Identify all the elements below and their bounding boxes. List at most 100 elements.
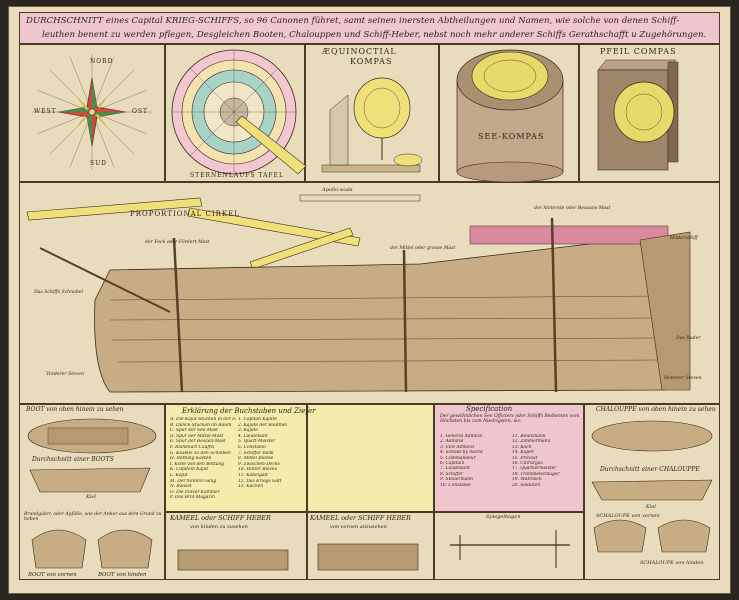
spec-item: 2. Admiral — [440, 439, 464, 445]
spiegel-label: Spiegelbogen — [486, 514, 521, 520]
panel-ship-section — [19, 182, 720, 404]
legend-number-item: 10. Hinter Blöcke — [238, 467, 278, 473]
aequinoctial-subtitle: KOMPAS — [350, 57, 393, 66]
legend-number-item: 1. Capitan Kajüte — [238, 417, 277, 422]
title-line-2: leuthen benent zu werden pflegen, Desgle… — [42, 30, 707, 40]
legend-letter-item: N. Ballast — [170, 484, 192, 490]
panel-spiegel — [434, 512, 584, 580]
compass-south-label: SUD — [90, 160, 107, 167]
title-line-1: DURCHSCHNITT eines Capital KRIEG-SCHIFFS… — [26, 16, 680, 26]
label-mittel-mast: der Mittel oder grosse Mast — [390, 246, 456, 251]
legend-letter-item: H. Bettung Kasten — [170, 456, 212, 462]
erklaerung2-bg — [308, 405, 433, 511]
kameel-right-sub: von vornen anzusehen — [330, 524, 387, 530]
proportional-cirkel — [26, 194, 421, 270]
panel-boot — [19, 404, 165, 580]
chalouppe-kiel-label: Kiel — [646, 504, 656, 510]
sternenlaufs-tafel-label: STERNENLAUFS TAFEL — [190, 172, 284, 179]
title-band: DURCHSCHNITT eines Capital KRIEG-SCHIFFS… — [19, 12, 720, 44]
spec-item: 11. Boutsmann — [512, 434, 546, 439]
spec-item: 6. Capitain — [440, 461, 465, 467]
boot-kiel-label: Kiel — [86, 494, 96, 500]
legend-letter-item: O. Die Pulver Kammer — [170, 489, 220, 495]
chalouppe-illustrations — [591, 420, 713, 553]
see-kompas-label: SEE-KOMPAS — [478, 132, 545, 141]
label-ruder: Das Ruder — [676, 336, 701, 341]
boot-heading: BOOT von oben hinein zu sehen — [26, 406, 124, 413]
label-fock-mast: der Fock oder Fördert-Mast — [145, 240, 210, 245]
boot-bottom-caption: Brandgüter, oder Apfälle, wie der Anker … — [24, 512, 162, 522]
spec-item: 5. Commandeur — [440, 455, 476, 461]
chalouppe-heading: CHALOUPPE von oben hinein zu sehen — [596, 406, 716, 413]
spec-item: 17. Quartiermeister — [512, 466, 557, 472]
spec-item: 19. Matrosen — [512, 477, 542, 483]
aequinoctial-title: ÆQUINOCTIAL — [322, 47, 397, 56]
compass-north-label: NORD — [90, 58, 114, 65]
spec-item: 7. Lieutenant — [440, 466, 470, 472]
compass-west-label: WEST — [34, 108, 57, 115]
pfeil-compas — [597, 59, 679, 171]
legend-number-item: 2. Kajüte der Boutmel — [238, 422, 287, 428]
label-besan-mast: der hinterste oder Besaans-Mast — [534, 206, 611, 211]
legend-letter-item: F. Blankhart Cauffel — [170, 444, 215, 450]
legend-number-item: 13. Küchen — [238, 484, 264, 490]
legend-number-item: 5. Quart-Meister — [238, 439, 276, 445]
panel-pfeil-compas — [579, 44, 720, 182]
legend-number-item: 3. Kajüte — [238, 428, 259, 434]
legend-letter-item: P. Das Brot-Magazin — [170, 495, 215, 501]
spec-item: 12. Zimmermann — [512, 439, 551, 445]
panel-aequinoctial — [305, 44, 439, 182]
legend-number-item: 9. Zwischen-Decks — [238, 461, 280, 467]
legend-letters-list: A. Die Kajüt-Stücken in der FlacheB. Dun… — [170, 417, 236, 501]
spec-item: 13. Koch — [512, 444, 532, 450]
boot-hinten-label: BOOT von hinden — [98, 572, 147, 578]
legend-letter-item: G. Kiwelle zu den Schieben — [170, 450, 231, 456]
ship-cross-section — [39, 217, 691, 393]
sternenlaufs-tafel — [171, 49, 307, 175]
pfeil-compas-label: PFEIL COMPAS — [600, 47, 677, 56]
spec-item: 3. Vice Admiral — [440, 444, 475, 450]
legend-number-item: 8. Mittel Blöcke — [238, 456, 274, 462]
spec-item: 16. Chirurgus — [512, 461, 543, 467]
scale-label: Apollo-scala — [322, 187, 353, 193]
panel-kameel-right — [307, 512, 434, 580]
panel-kameel-left — [165, 512, 307, 580]
legend-letter-item: I. Kiste von den Bottung — [170, 461, 225, 467]
spec-item: 15. Provost — [512, 455, 538, 461]
legend-letter-item: D. Spur der Mittel-Mast — [170, 433, 224, 439]
specification-subheading: Der gewöhnlichen See Officiers oder Schi… — [440, 414, 580, 424]
proportional-cirkel-label: PROPORTIONAL CIRKEL — [130, 210, 240, 218]
legend-number-item: 7. Schiffer Bank — [238, 450, 274, 456]
spec-item: 10. Constabel — [440, 482, 471, 488]
panel-erklaerung-2 — [307, 404, 434, 512]
specification-heading: Specification — [466, 405, 513, 413]
spec-item: 4. Schout by Nacht — [440, 450, 483, 456]
schaloupe-vornen-label: SCHALOUPE von vornen — [596, 513, 660, 519]
erklaerung-bg — [166, 405, 306, 511]
erklaerung-heading: Erklärung der Buchstaben und Ziefer — [182, 407, 316, 415]
spec-item: 8. Schiffer — [440, 471, 464, 477]
compass-east-label: OST — [132, 108, 149, 115]
compass-rose — [32, 54, 152, 170]
specification-bg — [435, 405, 583, 511]
kameel-left-sub: von hinden zu zusehen — [190, 524, 248, 530]
legend-letter-item: M. Der hintere Gang — [170, 478, 217, 484]
legend-letter-item: C. Spur der See-Mast — [170, 428, 218, 434]
boot-illustrations — [27, 418, 157, 569]
label-steven-fore: Vorderer Steven — [46, 372, 85, 377]
legend-letter-item: K. Capitein Kajüt — [170, 467, 209, 473]
boot-vorn-label: BOOT von vornen — [28, 572, 77, 578]
spec-item: 9. Steuermann — [440, 477, 473, 483]
spec-item: 20. Soldaten — [512, 482, 541, 488]
legend-letter-item: A. Die Kajüt-Stücken in der Flache — [170, 417, 236, 422]
aequinoctial-compass — [321, 77, 423, 173]
panel-specification — [434, 404, 584, 512]
label-gallerie: Hinterschiff — [670, 236, 698, 241]
kameel-illustrations — [177, 530, 570, 571]
panel-sternenlaufs-tafel — [165, 44, 305, 182]
panel-compass-rose — [19, 44, 165, 182]
kameel-right-heading: KAMEEL oder SCHIFF HEBER — [310, 514, 411, 522]
spec-item: 18. Trommelschläger — [512, 471, 560, 477]
